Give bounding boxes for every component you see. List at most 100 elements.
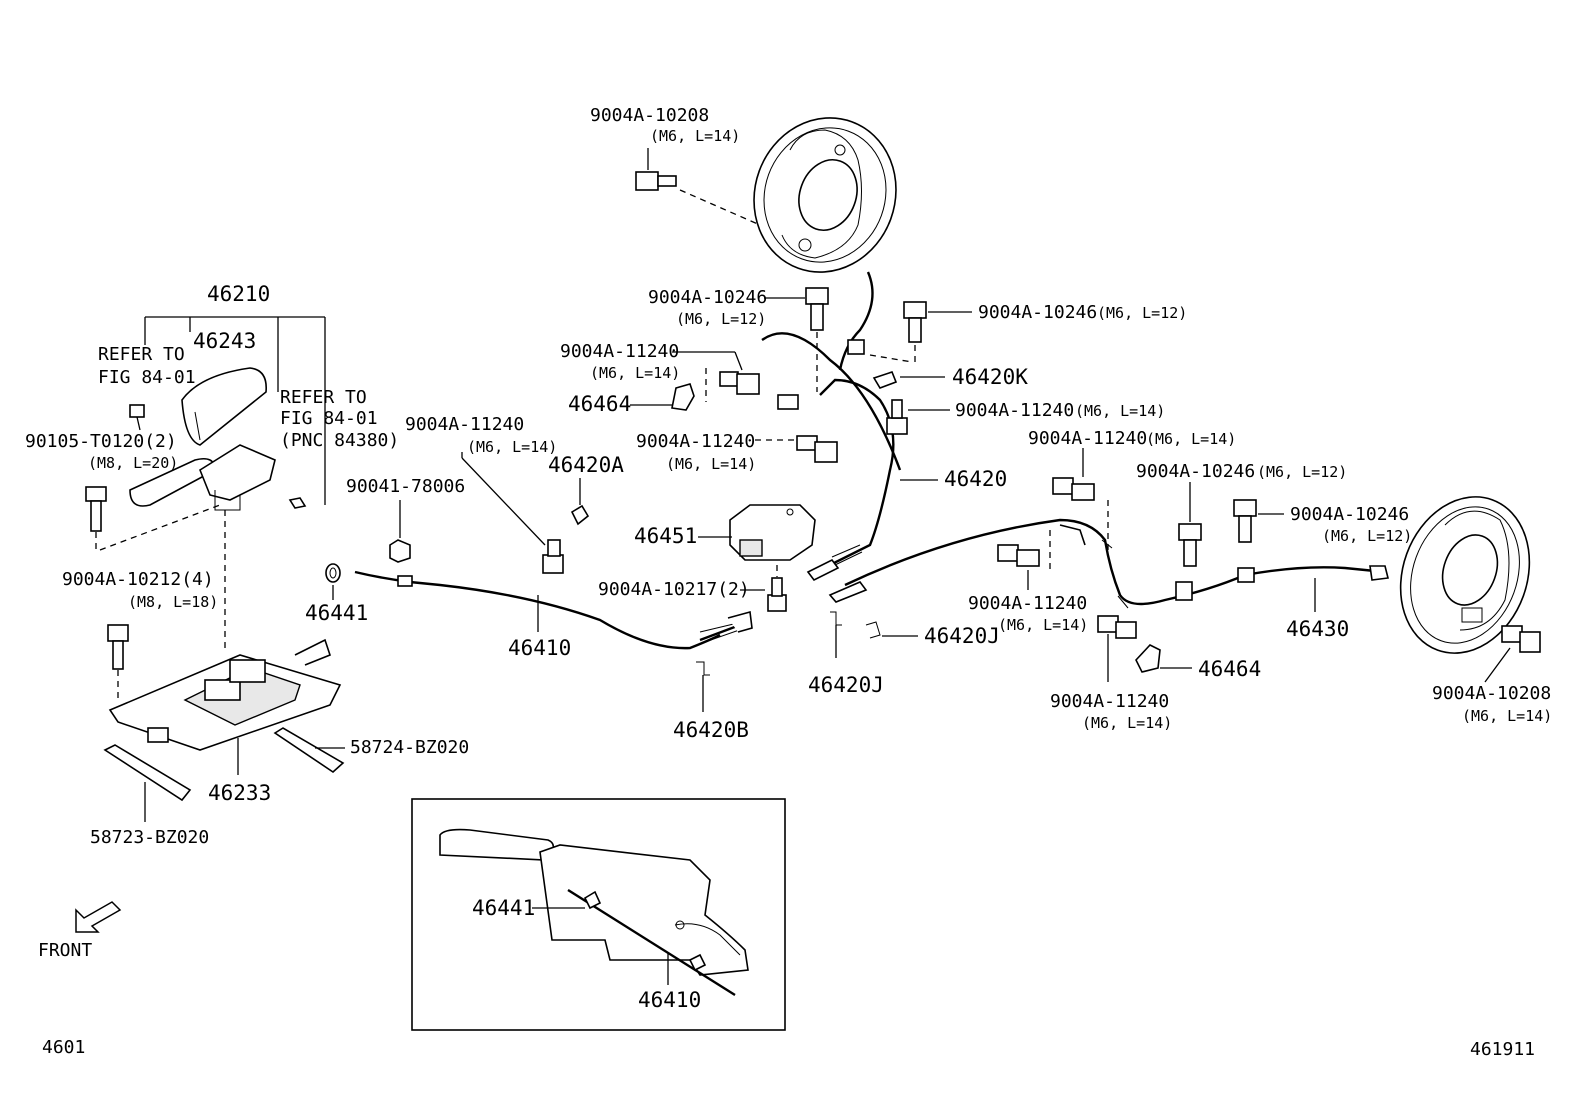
label-58723: 58723-BZ020 [90,827,209,848]
refer-b-line3: (PNC 84380) [280,430,399,451]
label-top-bolt-spec: (M6, L=14) [650,127,740,145]
bolt-9004a-10208-right [1501,625,1541,653]
bolt-9004a-10217 [767,565,787,612]
bolt-9004a-11240-g [1097,615,1137,639]
label-10212-spec: (M8, L=18) [128,593,218,611]
clip-46420a [570,504,590,526]
label-11240-g: 9004A-11240 [1050,691,1169,712]
bolt-9004a-10246-d [1233,499,1257,543]
label-11240-b: 9004A-11240 [560,341,679,362]
label-46410: 46410 [508,636,571,660]
lower-backing-plate [1399,496,1531,654]
label-90105-spec: (M8, L=20) [88,454,178,472]
nut-90041 [389,539,411,563]
label-11240-d: 9004A-11240 [955,400,1074,421]
label-11240-d-spec: (M6, L=14) [1075,402,1165,420]
label-11240-g-spec: (M6, L=14) [1082,714,1172,732]
label-10208-b-spec: (M6, L=14) [1462,707,1552,725]
bolt-9004a-10212 [107,624,129,700]
label-10217: 9004A-10217(2) [598,579,750,600]
label-inset-46410: 46410 [638,988,701,1012]
inset-box [411,798,786,1031]
refer-a-line2: FIG 84-01 [98,367,196,388]
bolt-9004a-11240-d [886,399,908,435]
label-46420j-b: 46420J [924,624,1000,648]
label-inset-46441: 46441 [472,896,535,920]
lever-cover-46243 [181,367,267,446]
label-46420a: 46420A [548,453,624,477]
plate-58723 [103,744,192,802]
label-10246-b-spec: (M6, L=12) [1097,304,1187,322]
small-clip-refer [288,497,307,509]
label-46430: 46430 [1286,617,1349,641]
cable-46420 [761,271,902,582]
bolt-9004a-10246-b [869,301,927,363]
illustration-number: 461911 [1470,1039,1535,1060]
label-46210: 46210 [207,282,270,306]
label-46420k: 46420K [952,365,1028,389]
label-46420: 46420 [944,467,1007,491]
label-11240-c: 9004A-11240 [636,431,755,452]
bolt-9004a-10246-c [1178,523,1202,567]
lever-bracket-46233 [108,638,342,751]
front-arrow-icon [75,901,122,933]
bolt-9004a-11240-b [705,368,760,402]
bolt-90105 [85,486,221,552]
label-46464-b: 46464 [1198,657,1261,681]
cable-46410 [354,570,753,650]
bolt-9004a-11240-f [997,530,1051,570]
small-bolt-refer-a [129,404,145,431]
label-10246-c: 9004A-10246 [1136,461,1255,482]
refer-a-line1: REFER TO [98,344,185,365]
label-10208-b: 9004A-10208 [1432,683,1551,704]
label-10246-b: 9004A-10246 [978,302,1097,323]
label-58724: 58724-BZ020 [350,737,469,758]
grommet-46441 [325,563,341,583]
label-10246-d-spec: (M6, L=12) [1322,527,1412,545]
clip-46420j-b [865,621,881,639]
label-front: FRONT [38,940,92,961]
bolt-9004a-10246-a [805,287,829,392]
label-11240-a: 9004A-11240 [405,414,524,435]
label-46243: 46243 [193,329,256,353]
clip-46420j-a [830,611,842,626]
bolt-9004a-11240-c [755,435,838,463]
label-46233: 46233 [208,781,271,805]
cable-46430 [828,518,1389,609]
upper-backing-plate [753,117,897,273]
label-10246-d: 9004A-10246 [1290,504,1409,525]
label-46441: 46441 [305,601,368,625]
refer-b-line1: REFER TO [280,387,367,408]
label-10246-c-spec: (M6, L=12) [1257,463,1347,481]
bolt-9004a-11240-a [542,539,564,574]
refer-b-line2: FIG 84-01 [280,408,378,429]
label-11240-f: 9004A-11240 [968,593,1087,614]
plate-58724 [273,727,345,774]
label-46451: 46451 [634,524,697,548]
label-11240-c-spec: (M6, L=14) [666,455,756,473]
label-10246-a-spec: (M6, L=12) [676,310,766,328]
label-46420b: 46420B [673,718,749,742]
clip-46420k [872,371,898,389]
bolt-9004a-11240-e [1052,477,1109,550]
label-46420j-a: 46420J [808,673,884,697]
label-90105: 90105-T0120(2) [25,431,177,452]
label-46464-a: 46464 [568,392,631,416]
label-11240-e: 9004A-11240 [1028,428,1147,449]
label-11240-f-spec: (M6, L=14) [998,616,1088,634]
label-11240-b-spec: (M6, L=14) [590,364,680,382]
label-11240-a-spec: (M6, L=14) [467,438,557,456]
figure-number: 4601 [42,1037,85,1058]
label-11240-e-spec: (M6, L=14) [1146,430,1236,448]
bolt-9004a-10208-top [635,148,761,226]
bracket-46464-a [671,383,695,411]
bracket-46464-b [1135,644,1161,673]
label-10246-a: 9004A-10246 [648,287,767,308]
label-10212: 9004A-10212(4) [62,569,214,590]
lever-body [129,444,276,511]
label-90041: 90041-78006 [346,476,465,497]
clip-46420b [696,661,710,676]
retainer-46451 [729,504,816,561]
label-top-bolt: 9004A-10208 [590,105,709,126]
